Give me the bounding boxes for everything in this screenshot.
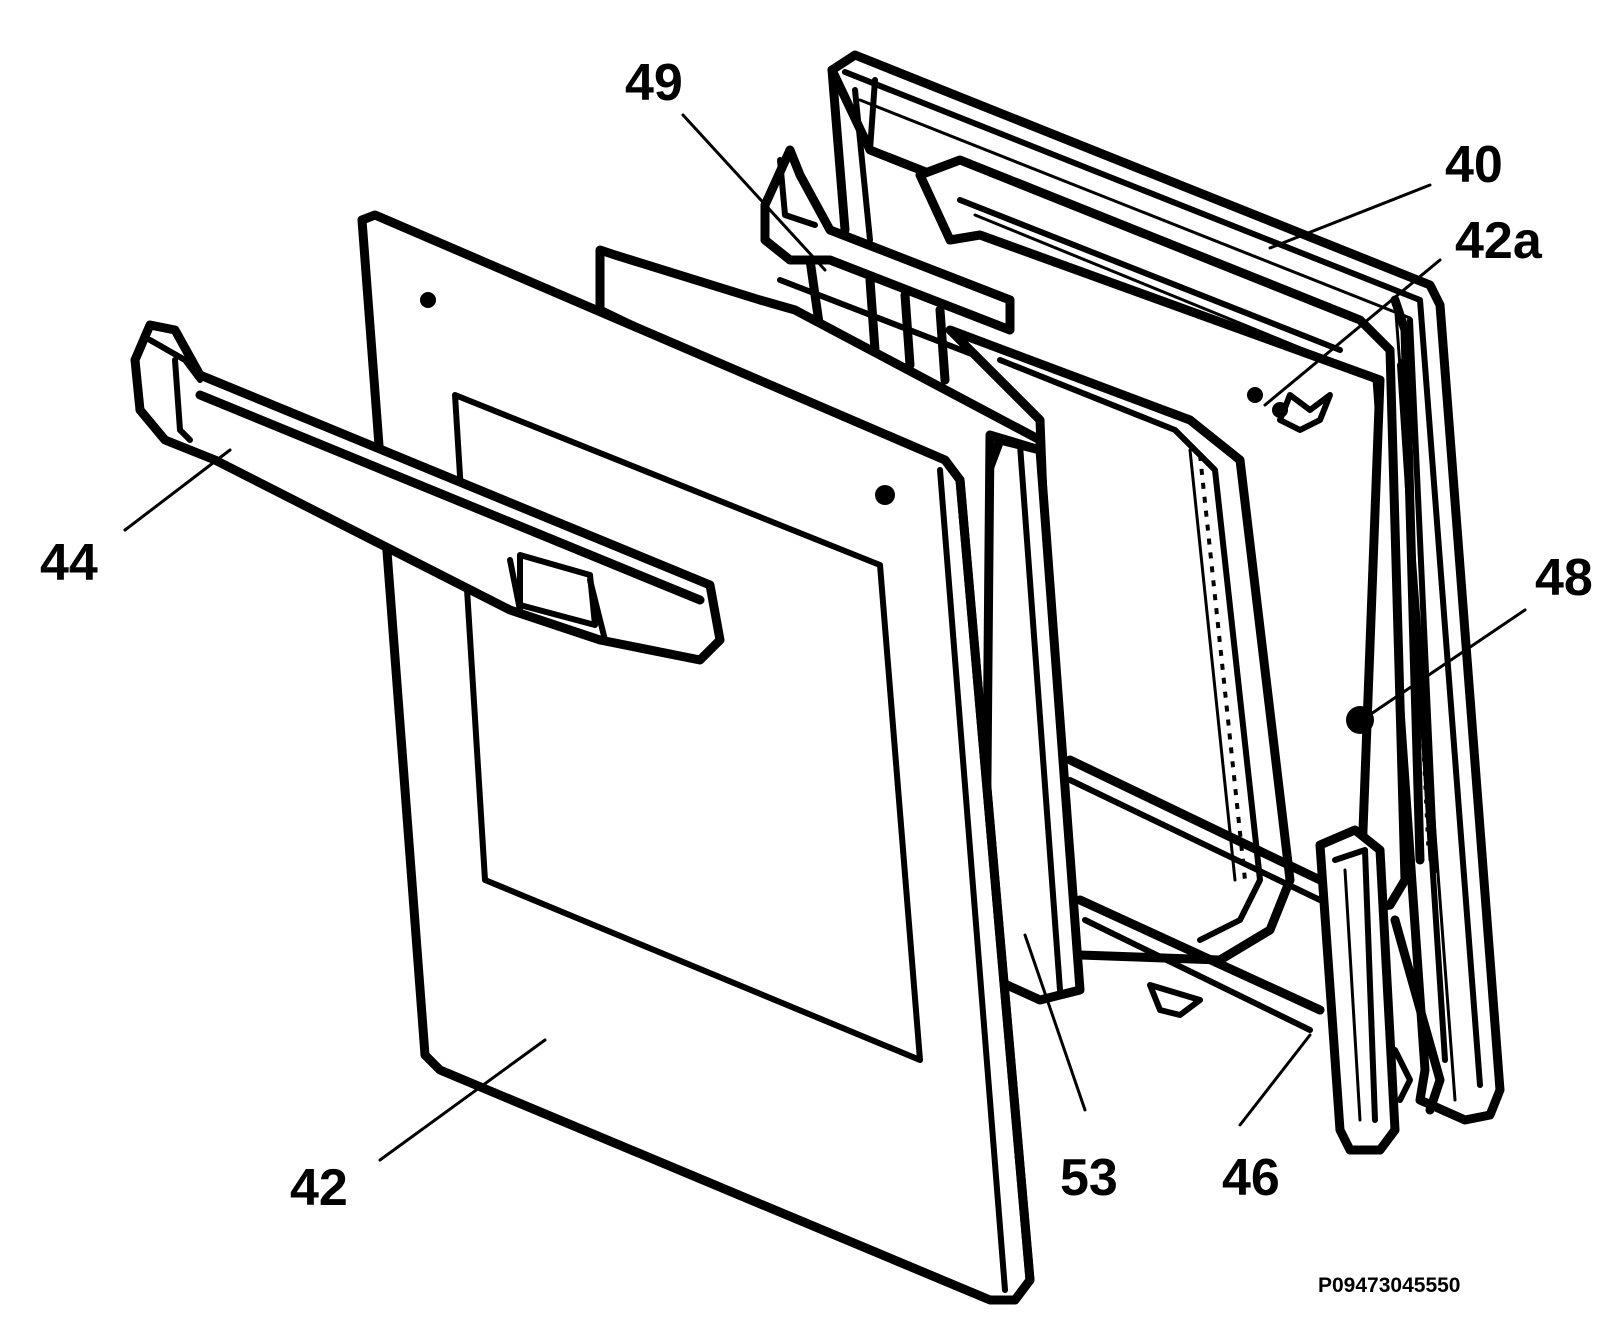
- leader-42a: [1263, 258, 1442, 407]
- callout-40: 40: [1445, 136, 1503, 194]
- leader-48: [1363, 608, 1527, 720]
- part-48-screw: [1346, 706, 1374, 734]
- reference-code: P09473045550: [1318, 1274, 1460, 1297]
- callout-46: 46: [1222, 1149, 1280, 1207]
- leader-44: [123, 448, 232, 532]
- part-42a-inner-glass: [915, 155, 1438, 915]
- leader-lines: [123, 113, 1527, 1162]
- callout-49: 49: [625, 54, 683, 112]
- callout-labels: 49 40 42a 44 48 42 53 46: [40, 54, 1593, 1217]
- part-42-front-door: [357, 210, 1035, 1305]
- part-46-bottom-bracket: [1315, 825, 1445, 1155]
- part-44-handle: [130, 320, 725, 665]
- callout-44: 44: [40, 534, 98, 592]
- callout-53: 53: [1060, 1149, 1118, 1207]
- callout-42: 42: [290, 1159, 348, 1217]
- part-49-top-bracket: [760, 145, 1015, 385]
- callout-48: 48: [1535, 549, 1593, 607]
- leader-46: [1238, 1033, 1312, 1127]
- leader-42: [378, 1038, 547, 1162]
- leader-40: [1268, 183, 1432, 250]
- callout-42a: 42a: [1455, 212, 1543, 270]
- leader-53: [1023, 933, 1087, 1112]
- leader-49: [681, 113, 827, 272]
